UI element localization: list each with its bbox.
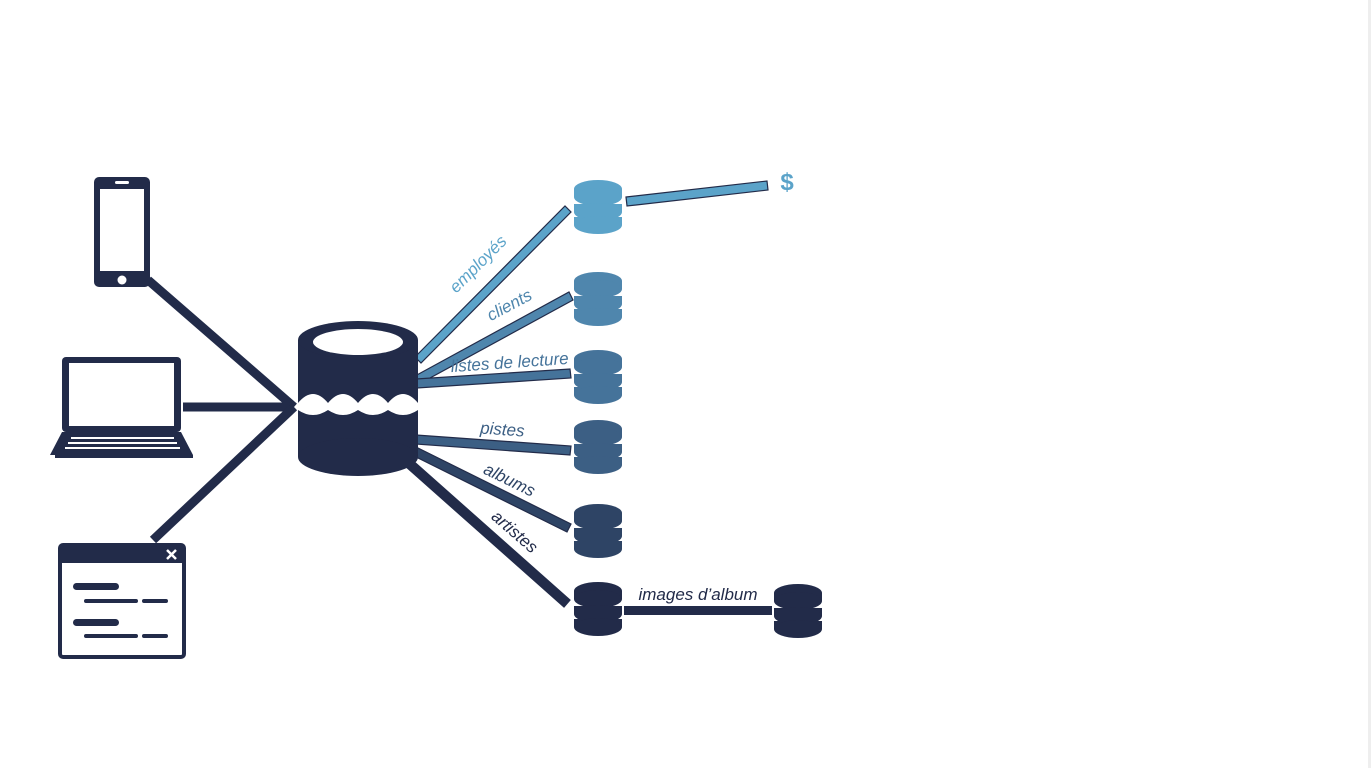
table-label-employes: employés — [446, 231, 511, 296]
client-connectors — [145, 276, 298, 544]
database-icon-employes — [574, 180, 622, 234]
connector-artistes — [404, 458, 571, 608]
database-icon-artistes — [574, 582, 622, 636]
database-icon-pistes — [574, 420, 622, 474]
smartphone-connector — [145, 276, 297, 411]
smartphone-icon — [94, 177, 150, 287]
connector-album-images — [624, 606, 772, 615]
data-lake-icon — [298, 321, 418, 476]
close-icon — [166, 549, 177, 560]
database-icon-albums — [574, 504, 622, 558]
database-icon-clients — [574, 272, 622, 326]
laptop-icon — [50, 357, 193, 458]
dollar-symbol: $ — [780, 169, 794, 196]
window-connector — [149, 403, 298, 544]
table-connectors — [404, 205, 574, 608]
table-label-pistes: pistes — [479, 418, 526, 440]
connector-employes — [414, 205, 572, 364]
database-icon-album-images — [774, 584, 822, 638]
application-window-icon — [58, 543, 186, 659]
right-edge — [1368, 0, 1371, 768]
database-icon-listes — [574, 350, 622, 404]
connector-dollar — [625, 180, 769, 207]
album-images-label: images d’album — [638, 585, 757, 604]
